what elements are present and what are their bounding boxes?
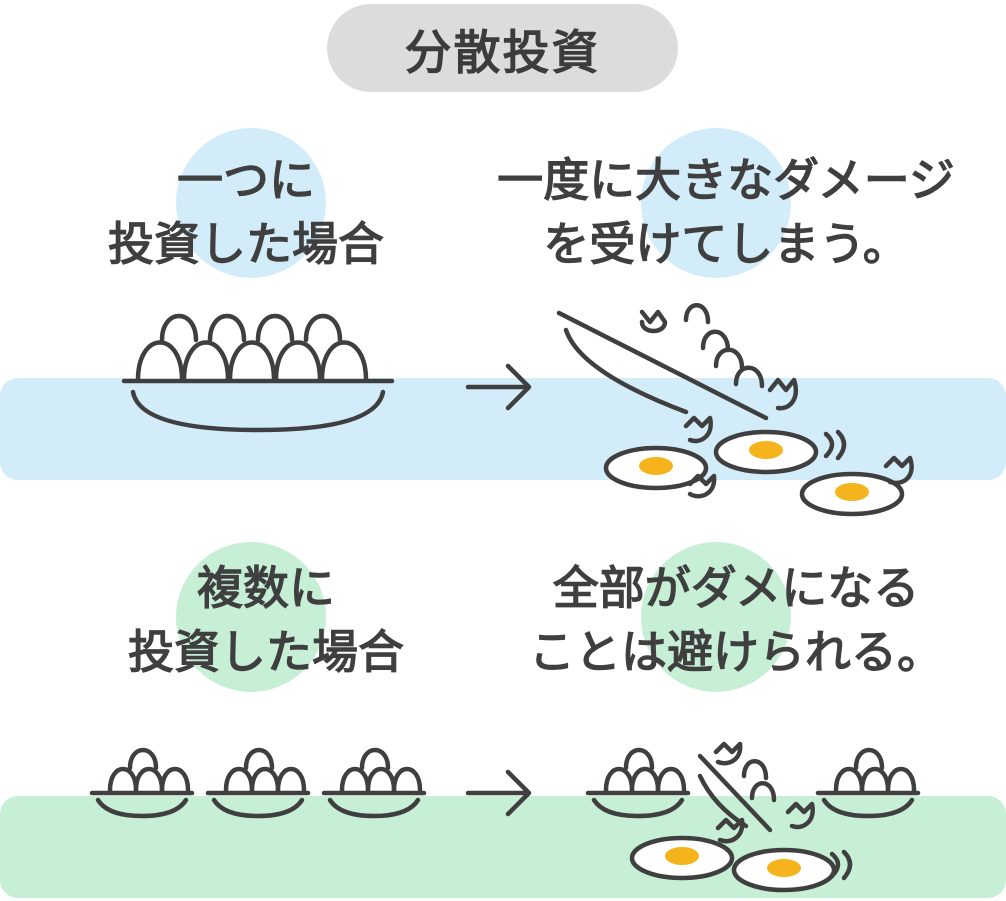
small-basket-icon [321, 747, 427, 819]
single-basket-band [0, 378, 1006, 480]
right-arrow-icon [465, 363, 532, 411]
multiple-result-line1: 全部がダメになる [552, 561, 920, 615]
right-arrow-icon [465, 769, 532, 817]
single-result-text: 一度に大きなダメージ を受けてしまう。 [446, 148, 1006, 276]
single-result-bubble [641, 128, 791, 278]
multiple-condition-line2: 投資した場合 [128, 625, 404, 679]
single-condition-line2: 投資した場合 [108, 217, 384, 271]
single-condition-bubble [176, 128, 326, 278]
single-result-line1: 一度に大きなダメージ [497, 153, 955, 207]
multiple-condition-text: 複数に 投資した場合 [66, 556, 466, 684]
small-basket-icon [815, 747, 921, 819]
single-result-line2: を受けてしまう。 [543, 217, 909, 271]
cracked-egg-icon [629, 835, 853, 893]
multiple-result-text: 全部がダメになる ことは避けられる。 [466, 556, 1006, 684]
egg-row-back-icon [159, 313, 343, 343]
single-condition-text: 一つに 投資した場合 [46, 148, 446, 276]
small-basket-icon [205, 747, 311, 819]
broken-small-basket-icon [697, 741, 815, 844]
multiple-result-bubble [641, 542, 791, 692]
small-basket-icon [585, 747, 691, 819]
multiple-result-line2: ことは避けられる。 [529, 625, 943, 679]
single-basket-with-eggs-icon [121, 313, 395, 433]
egg-row-front-icon [135, 340, 369, 383]
title-pill: 分散投資 [327, 4, 678, 92]
small-basket-icon [89, 747, 195, 819]
broken-basket-icon [556, 303, 798, 444]
cracked-egg-icon [603, 429, 914, 517]
page-title: 分散投資 [404, 25, 601, 81]
multiple-condition-bubble [176, 542, 326, 692]
single-condition-line1: 一つに [177, 153, 315, 207]
multiple-condition-line1: 複数に [197, 561, 335, 615]
